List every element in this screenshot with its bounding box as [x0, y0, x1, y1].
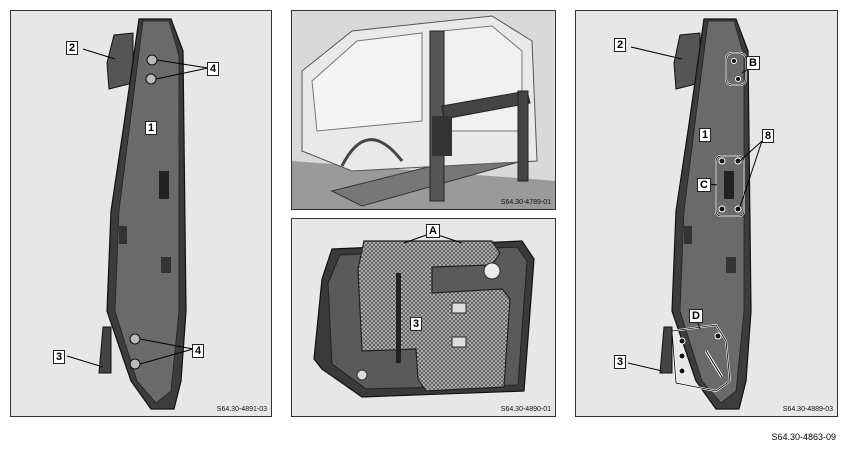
callout-D: D	[689, 309, 703, 323]
callout-1: 1	[699, 128, 712, 142]
panel-left: 2 4 1 4 3 S64.30-4891-03	[10, 10, 272, 417]
panel-right: 2 B 1 8 C D 3 S64.30-4889-03	[575, 10, 838, 417]
callout-2: 2	[66, 41, 79, 55]
callout-A: A	[426, 224, 440, 238]
panel-bottom-center: A 3 S64.30-4890-01	[291, 218, 556, 417]
callout-C: C	[697, 178, 711, 192]
callout-2: 2	[614, 38, 627, 52]
pillar-drawing	[66, 18, 209, 410]
callout-3: 3	[410, 317, 423, 331]
panel-code: S64.30-4890-01	[500, 406, 551, 413]
callout-3: 3	[614, 355, 627, 369]
vehicle-body-drawing	[292, 11, 555, 209]
callout-B: B	[746, 56, 760, 70]
callout-1: 1	[145, 121, 158, 135]
panel-code: S64.30-4889-03	[782, 406, 833, 413]
figure-reference: S64.30-4863-09	[771, 432, 836, 442]
reinforcement-plate-drawing	[313, 232, 535, 398]
callout-8: 8	[762, 129, 775, 143]
panel-code: S64.30-4891-03	[216, 406, 267, 413]
callout-4-bottom: 4	[192, 344, 205, 358]
callout-3: 3	[53, 350, 66, 364]
callout-4-top: 4	[207, 62, 220, 76]
panel-top-center: S64.30-4789-01	[291, 10, 556, 210]
panel-code: S64.30-4789-01	[500, 199, 551, 206]
